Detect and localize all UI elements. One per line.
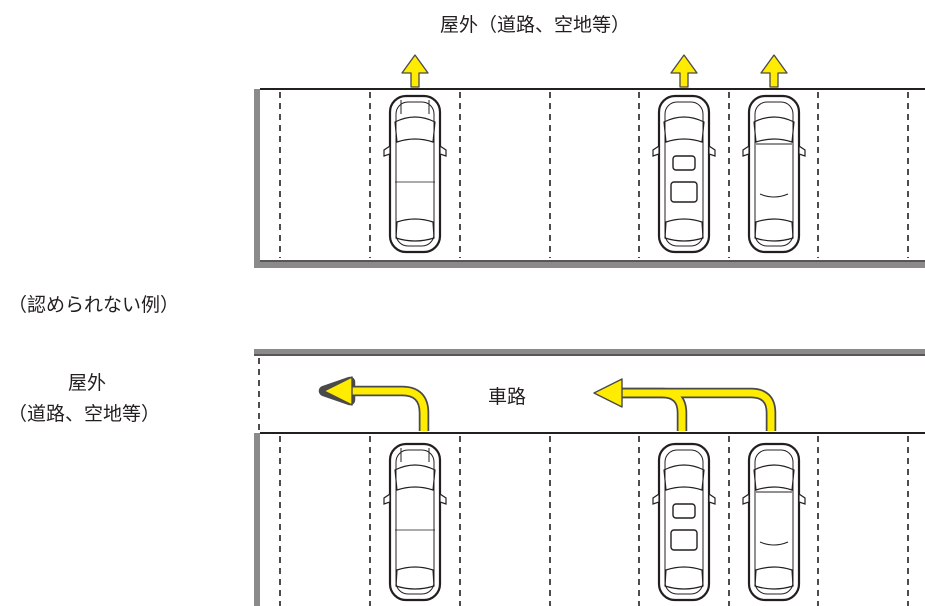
wall-bottom-top [254, 262, 925, 268]
arrow-left-turn-icon [593, 378, 777, 431]
wall-left-bottom [254, 433, 260, 606]
road-label: 車路 [488, 386, 527, 408]
minivan-icon [653, 444, 715, 600]
outdoor-label-top: 屋外（道路、空地等） [440, 14, 631, 36]
car-icon [384, 96, 446, 252]
wall-top-bottom [254, 349, 925, 354]
minivan-icon [653, 96, 715, 252]
outdoor-label-side-line2: （道路、空地等） [8, 403, 161, 425]
arrow-left-turn-icon [318, 376, 430, 431]
example-caption: （認められない例） [8, 294, 180, 316]
arrow-up-icon [670, 54, 698, 88]
arrow-up-icon [760, 54, 788, 88]
car-icon [384, 444, 446, 600]
parking-lot-top [254, 54, 925, 268]
sedan-icon [743, 444, 805, 600]
space-dividers-bottom [279, 436, 909, 606]
outdoor-label-side-line1: 屋外 [68, 372, 107, 394]
wall-left-top [254, 89, 260, 268]
space-dividers-top [279, 92, 909, 258]
arrow-up-icon [401, 54, 429, 88]
parking-lot-bottom [254, 349, 925, 606]
sedan-icon [743, 96, 805, 252]
